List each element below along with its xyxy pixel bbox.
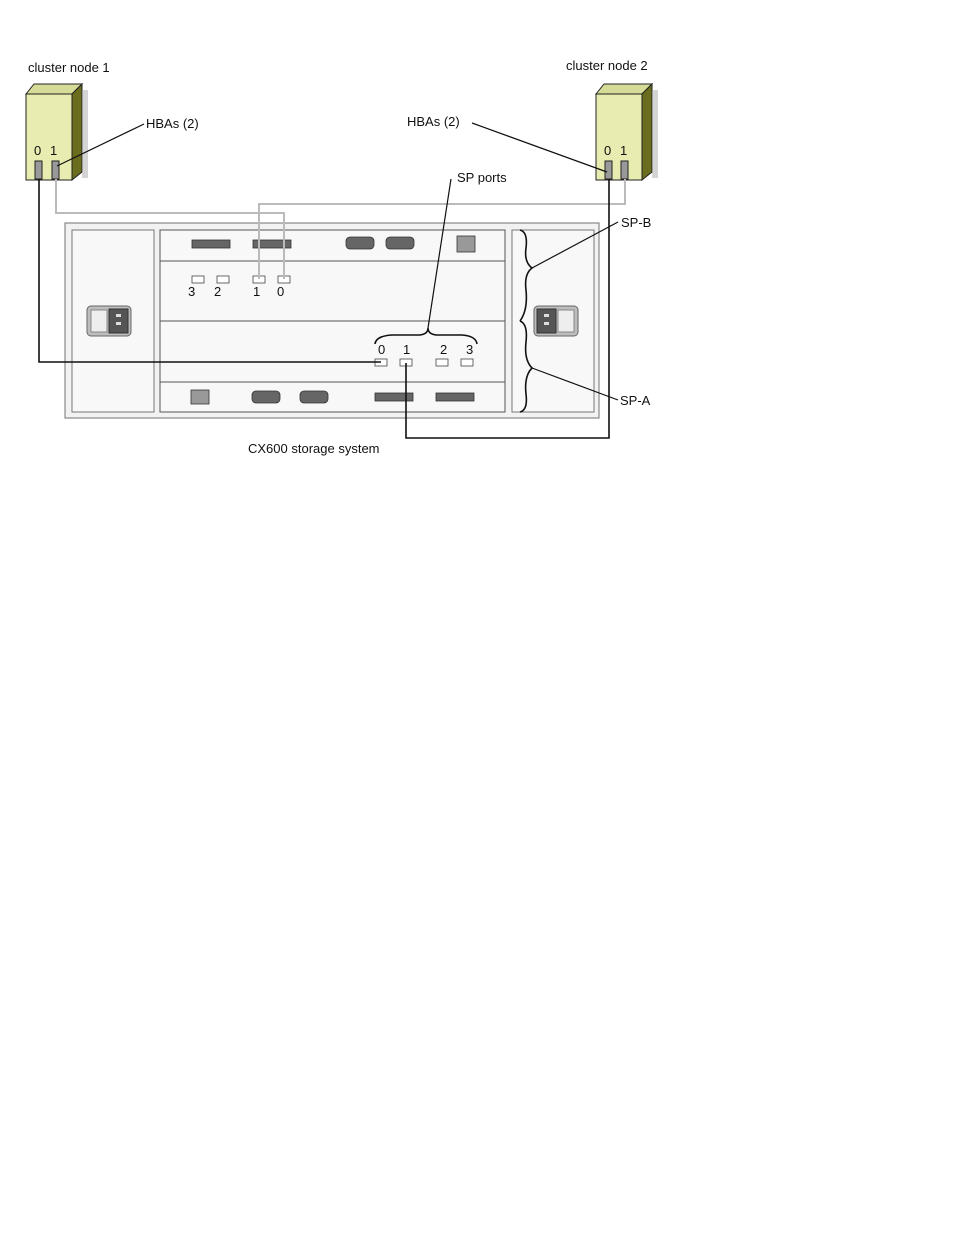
spa-port-3 <box>460 358 474 367</box>
spb-top-connectors <box>191 235 476 253</box>
node-1-shadow <box>82 90 88 178</box>
node-1-hba-1 <box>51 160 60 180</box>
power-inlet-right <box>533 305 579 337</box>
power-inlet-left <box>86 305 132 337</box>
spa-port-0-label: 0 <box>378 342 385 357</box>
cluster-node-2-label: cluster node 2 <box>566 58 648 73</box>
cluster-node-2: 0 1 <box>594 82 658 182</box>
node-2-port-0-label: 0 <box>604 143 611 158</box>
spb-port-3 <box>191 275 205 284</box>
spa-port-1-label: 1 <box>403 342 410 357</box>
cluster-node-1: 0 1 <box>24 82 88 182</box>
cx600-storage-system: 3 2 1 0 0 1 2 3 <box>64 222 600 419</box>
storage-system-label: CX600 storage system <box>248 441 380 456</box>
cable-node1-hba1-to-spb-port0 <box>55 179 285 279</box>
sp-b-label: SP-B <box>621 215 651 230</box>
hba-right-label: HBAs (2) <box>407 114 460 129</box>
spb-port-1-label: 1 <box>253 284 260 299</box>
sp-a-label: SP-A <box>620 393 651 408</box>
node-2-port-1-label: 1 <box>620 143 627 158</box>
cluster-node-1-label: cluster node 1 <box>28 60 110 75</box>
node-2-front <box>595 93 643 181</box>
sp-ports-label: SP ports <box>457 170 507 185</box>
spb-port-2 <box>216 275 230 284</box>
node-2-hba-0 <box>604 160 613 180</box>
spb-port-3-label: 3 <box>188 284 195 299</box>
spa-bottom-connectors <box>190 389 475 405</box>
cables <box>38 179 626 439</box>
spb-port-2-label: 2 <box>214 284 221 299</box>
node-2-hba-1 <box>620 160 629 180</box>
node-1-port-1-label: 1 <box>50 143 57 158</box>
node-1-side <box>71 82 83 182</box>
cable-node2-hba0-to-spa-port1 <box>405 179 610 439</box>
cable-node1-hba0-to-spa-port0 <box>38 179 381 363</box>
node-1-port-0-label: 0 <box>34 143 41 158</box>
node-1-hba-0 <box>34 160 43 180</box>
node-1-front <box>25 93 73 181</box>
node-2-shadow <box>652 90 658 178</box>
cable-node2-hba1-to-spb-port1 <box>258 179 626 279</box>
callout-lines <box>56 122 619 401</box>
hba-left-label: HBAs (2) <box>146 116 199 131</box>
spa-port-3-label: 3 <box>466 342 473 357</box>
spa-port-2-label: 2 <box>440 342 447 357</box>
spb-port-0-label: 0 <box>277 284 284 299</box>
spa-port-2 <box>435 358 449 367</box>
node-2-side <box>641 82 653 182</box>
